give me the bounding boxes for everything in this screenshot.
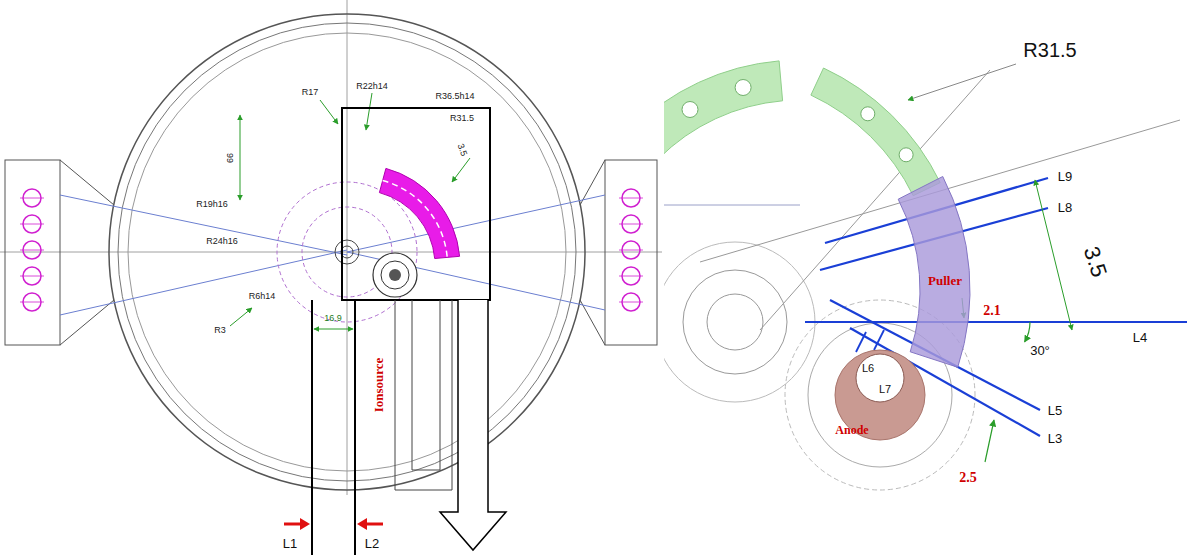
line-label: L9 — [1058, 170, 1072, 183]
extension-line — [312, 300, 355, 555]
construction-line — [664, 205, 800, 206]
dimension-label: 2.5 — [959, 471, 977, 485]
line-label: L6 — [862, 363, 874, 374]
line-label: L8 — [1058, 201, 1072, 214]
line-label: L1 — [283, 537, 297, 550]
node-shape — [815, 345, 930, 445]
line-l6 — [856, 332, 866, 352]
bolt-holes — [20, 189, 44, 311]
radius-dimension: R31.5 — [450, 114, 474, 123]
ion-source-circle — [373, 253, 417, 297]
line-label: L3 — [1048, 432, 1062, 445]
radius-dimension: R3 — [214, 326, 226, 335]
flange-outline — [580, 160, 605, 345]
flange-outline — [60, 160, 114, 345]
electrode-band — [664, 61, 783, 159]
electrode-band — [811, 68, 940, 196]
bolt-cross — [619, 198, 643, 302]
flange — [5, 160, 60, 345]
radius-dimension: R17 — [302, 88, 319, 97]
line-label: L2 — [365, 537, 379, 550]
node-shape — [895, 172, 975, 372]
dimension-line — [240, 115, 241, 200]
bolt-holes — [619, 189, 643, 311]
line-l4 — [805, 321, 1187, 323]
anode-ring — [835, 350, 925, 440]
red-arrowhead — [300, 518, 310, 530]
construction-circle — [683, 270, 787, 374]
puller-band — [898, 177, 970, 368]
angle-label: 30° — [1030, 344, 1050, 357]
leader-line — [366, 93, 372, 130]
line-label: L5 — [1048, 404, 1062, 417]
leader-line — [452, 158, 470, 182]
line-label: L4 — [1133, 331, 1147, 344]
red-arrow — [284, 523, 302, 526]
anode-electrode: Anode — [815, 345, 930, 445]
part-label: Ionsource — [372, 358, 385, 413]
mounting-hole — [682, 102, 698, 118]
bolt-cross — [20, 198, 44, 302]
leader-line — [230, 308, 252, 326]
radius-dimension: R24h16 — [206, 237, 238, 246]
overview-view — [0, 0, 662, 555]
part-name: Puller — [928, 274, 962, 287]
hub-circle — [335, 240, 359, 264]
ion-source-core — [389, 269, 401, 281]
puller-arc — [379, 168, 459, 258]
mounting-hole — [735, 80, 751, 96]
construction-circle — [664, 242, 815, 402]
dimension-line — [1035, 180, 1072, 330]
axis-line — [347, 0, 348, 495]
puller-electrode: Puller — [895, 172, 975, 372]
radius-dimension: R19h16 — [196, 200, 228, 209]
dimension-label: 66 — [226, 153, 235, 163]
radius-dimension: R36.5h14 — [435, 92, 474, 101]
line-label: L7 — [879, 384, 891, 395]
dimension-line — [985, 420, 994, 462]
detail-view — [664, 61, 1187, 490]
line-l7 — [874, 330, 884, 350]
dimension-line — [314, 329, 353, 330]
mounting-hole — [899, 148, 913, 162]
part-name: Anode — [835, 424, 868, 436]
dimension-label: 2.1 — [983, 304, 1001, 318]
radius-dimension: R31.5 — [1023, 40, 1076, 60]
leader-line — [908, 64, 1016, 100]
leader-line — [320, 100, 338, 124]
ion-source-circle — [381, 261, 409, 289]
dimension-label: 3.5 — [1080, 244, 1110, 280]
construction-circle — [707, 294, 763, 350]
dimension-label: 3.5 — [456, 143, 469, 158]
detail-frame — [342, 108, 490, 300]
red-arrowhead — [357, 518, 367, 530]
red-arrow — [365, 523, 383, 526]
dimension-label: 16.9 — [324, 314, 342, 323]
beam-line — [60, 195, 605, 315]
puller-centerline — [383, 181, 448, 258]
radius-dimension: R6h14 — [249, 292, 276, 301]
ion-source-housing — [395, 300, 452, 490]
mounting-hole — [861, 107, 875, 121]
direction-arrow — [440, 300, 506, 550]
angle-arc — [1025, 322, 1030, 342]
flange — [605, 160, 657, 345]
radius-dimension: R22h14 — [356, 82, 388, 91]
anode-bore — [856, 354, 904, 402]
